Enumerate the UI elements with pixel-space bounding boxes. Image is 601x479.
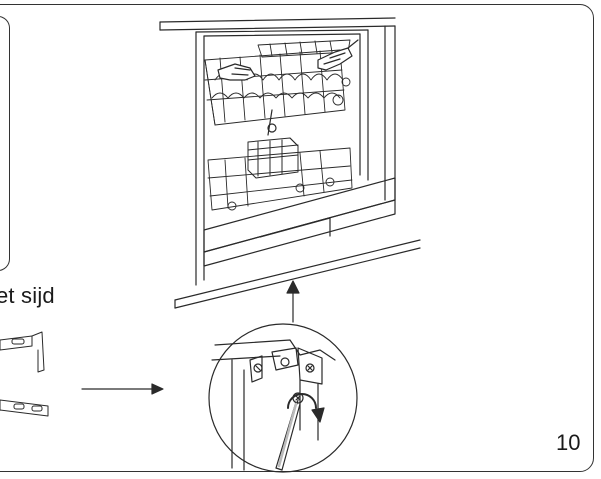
mounting-bracket-icon [0, 331, 49, 417]
countertop [159, 17, 396, 201]
page-number: 10 [556, 430, 581, 455]
screw-icon [253, 363, 263, 373]
upper-rack [204, 39, 351, 126]
page-frame [0, 4, 594, 472]
hand-left [217, 63, 256, 81]
section-caption: et sijd [0, 283, 55, 308]
arrow-up-icon [286, 280, 300, 323]
screwdriver-icon [275, 399, 301, 471]
lower-rack [207, 147, 353, 211]
dishwasher-body [174, 29, 421, 309]
rotate-arrow-icon [311, 407, 325, 423]
hand-right [317, 39, 359, 71]
open-door [203, 177, 396, 267]
spray-arm [267, 109, 277, 136]
cutlery-basket [247, 137, 299, 179]
arrow-right-icon [81, 383, 164, 395]
detail-magnifier [208, 323, 358, 473]
